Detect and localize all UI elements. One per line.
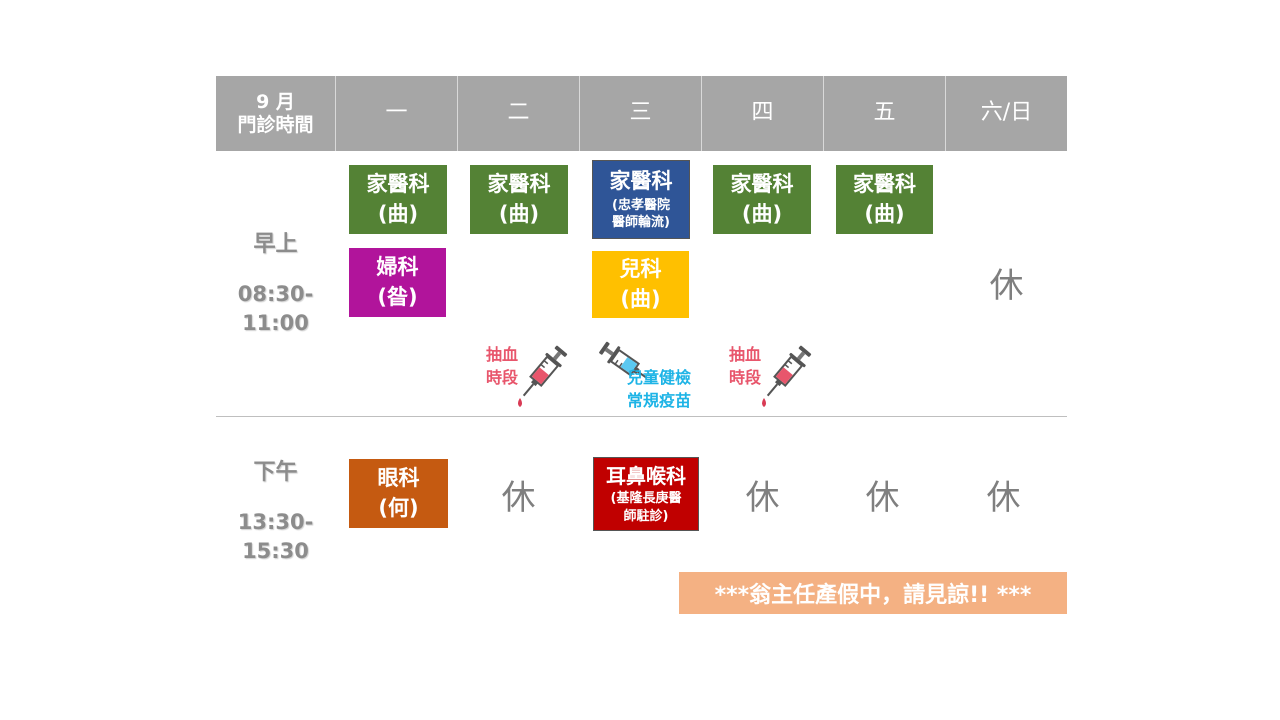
syringe-icon [599,341,648,379]
afternoon-time-start: 13:30- [237,510,314,534]
period-divider [216,416,1067,417]
header-corner: 9 月 門診時間 [216,76,335,151]
clinic-name: 家醫科 [487,172,551,197]
clinic-name: 兒科 [619,257,662,282]
header-divider [701,76,702,151]
rest-label-weekend-afternoon: 休 [986,478,1021,518]
header-day-tue: 二 [458,76,579,151]
clinic-family-medicine-thu: 家醫科 (曲) [713,165,811,234]
vaccine-line2: 常規疫苗 [627,391,692,411]
clinic-note-line1: (忠孝醫院 [612,197,670,213]
clinic-family-medicine-wed: 家醫科 (忠孝醫院 醫師輪流) [592,160,690,239]
clinic-name: 家醫科 [609,169,673,194]
rest-label-weekend-morning: 休 [989,266,1024,306]
clinic-gynecology-mon: 婦科 (昝) [349,248,446,317]
clinic-doctor: (昝) [377,284,418,309]
header-divider [335,76,336,151]
clinic-name: 家醫科 [366,172,430,197]
clinic-name: 眼科 [377,466,420,491]
syringe-icon [762,345,812,407]
blood-draw-label-thu: 抽血 時段 [729,343,761,389]
syringe-icon [518,345,568,407]
clinic-family-medicine-mon: 家醫科 (曲) [349,165,447,234]
clinic-note-line2: 醫師輪流) [612,215,670,231]
vaccine-line1: 兒童健檢 [627,368,692,387]
blood-draw-line2: 時段 [729,368,762,388]
clinic-note-line2: 師駐診) [623,509,669,524]
rest-label-thu-afternoon: 休 [745,478,780,518]
blood-draw-label-tue: 抽血 時段 [486,343,518,389]
morning-period-label: 早上 08:30- 11:00 [216,226,335,339]
header-day-weekend: 六/日 [946,76,1067,151]
clinic-doctor: (曲) [620,286,661,311]
header-divider [457,76,458,151]
clinic-doctor: (何) [378,495,419,520]
clinic-doctor: (曲) [864,201,905,226]
clinic-doctor: (曲) [498,201,540,226]
clinic-family-medicine-tue: 家醫科 (曲) [470,165,568,234]
clinic-note-line1: (基隆長庚醫 [610,491,682,507]
clinic-doctor: (曲) [377,201,419,226]
clinic-family-medicine-fri: 家醫科 (曲) [836,165,933,234]
blood-draw-line2: 時段 [486,368,519,388]
clinic-name: 家醫科 [853,172,916,197]
blood-draw-line1: 抽血 [486,345,519,364]
clinic-pediatrics-wed: 兒科 (曲) [592,251,689,318]
header-day-fri: 五 [824,76,945,151]
maternity-leave-notice: ***翁主任產假中，請見諒!! *** [679,572,1067,614]
vaccine-label-wed: 兒童健檢 常規疫苗 [627,366,691,412]
header-divider [945,76,946,151]
header-day-mon: 一 [336,76,457,151]
rest-label-fri-afternoon: 休 [865,478,900,518]
clinic-name: 婦科 [376,255,419,280]
morning-time-end: 11:00 [242,311,309,336]
blood-draw-line1: 抽血 [729,345,762,364]
morning-time-start: 08:30- [237,282,314,306]
clinic-name: 家醫科 [730,172,794,197]
header-day-wed: 三 [580,76,701,151]
header-day-thu: 四 [702,76,823,151]
clinic-doctor: (曲) [741,201,783,226]
afternoon-time-end: 15:30 [242,539,309,564]
clinic-ent-wed: 耳鼻喉科 (基隆長庚醫 師駐診) [593,457,699,531]
schedule-title: 門診時間 [237,113,314,136]
morning-name: 早上 [253,232,298,257]
clinic-ophthalmology-mon: 眼科 (何) [349,459,448,528]
clinic-name: 耳鼻喉科 [606,464,686,489]
header-divider [579,76,580,151]
header-divider [823,76,824,151]
afternoon-period-label: 下午 13:30- 15:30 [216,454,335,567]
month-label: 9 月 [256,90,295,113]
afternoon-name: 下午 [253,460,298,485]
rest-label-tue-afternoon: 休 [501,478,536,518]
